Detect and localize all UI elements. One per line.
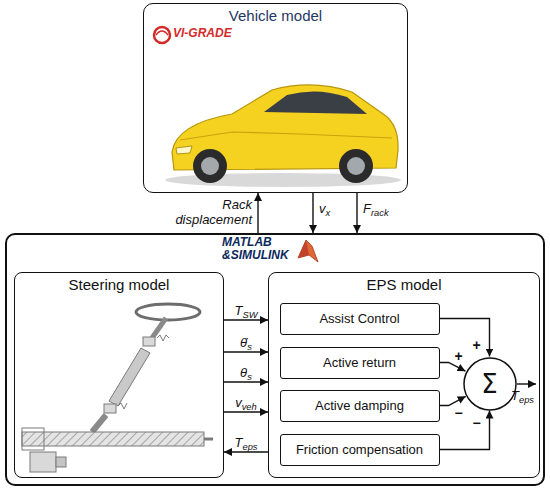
damper-symbol bbox=[104, 404, 116, 413]
output-arrow bbox=[517, 383, 536, 384]
signal-name: Teps bbox=[235, 436, 258, 451]
signal-name: Frack bbox=[363, 202, 389, 217]
assist-motor bbox=[30, 452, 56, 472]
signal-arrow bbox=[356, 193, 357, 233]
spring-symbol bbox=[118, 403, 127, 409]
signal-name: θs bbox=[240, 366, 252, 381]
damper-symbol bbox=[143, 337, 155, 346]
signal-arrow bbox=[440, 396, 466, 405]
simulation-frame: MATLAB &SIMULINK Steering model EPS modelA… bbox=[5, 233, 545, 486]
car-window bbox=[264, 91, 367, 114]
motor-shaft bbox=[56, 457, 66, 467]
rack-housing bbox=[22, 428, 44, 450]
tie-rod bbox=[204, 438, 213, 441]
function-block: Friction compensation bbox=[280, 434, 440, 466]
panel-title: EPS model bbox=[269, 276, 539, 294]
signal-arrow bbox=[312, 193, 313, 233]
function-block: Assist Control bbox=[280, 303, 440, 335]
car-headlight bbox=[176, 146, 192, 154]
block-label: Σ bbox=[481, 371, 497, 397]
signal-arrow bbox=[224, 381, 268, 382]
signal-arrow bbox=[440, 411, 490, 450]
steering-column bbox=[109, 348, 150, 406]
matlab-membrane bbox=[298, 240, 318, 262]
steering-shaft bbox=[152, 318, 166, 338]
brand-swirl bbox=[156, 31, 168, 35]
car-rim bbox=[201, 157, 219, 175]
signal-arrow bbox=[257, 193, 258, 233]
junction-circle bbox=[464, 358, 516, 410]
signal-arrow bbox=[224, 351, 268, 352]
car-wheel bbox=[193, 149, 227, 183]
block-label: Friction compensation bbox=[296, 442, 423, 458]
block-label: Active return bbox=[323, 355, 396, 371]
signal-name: vx bbox=[319, 202, 330, 217]
pinion-shaft bbox=[92, 415, 106, 432]
signal-name: Teps bbox=[511, 389, 534, 404]
signal-arrow bbox=[440, 363, 466, 372]
function-block: Active damping bbox=[280, 390, 440, 422]
panel-title: Steering model bbox=[15, 276, 223, 294]
car-wheel bbox=[339, 149, 373, 183]
model-panel: Steering model bbox=[14, 272, 224, 478]
brand-logo: VI-GRADE bbox=[173, 27, 232, 41]
signal-name: θ̇s bbox=[240, 336, 252, 351]
car-crease bbox=[180, 132, 392, 140]
block-label: Active damping bbox=[315, 398, 404, 414]
sign-mark: − bbox=[471, 416, 481, 430]
panel-title: Vehicle model bbox=[144, 7, 407, 25]
block-label: Assist Control bbox=[319, 311, 399, 327]
car-rim bbox=[347, 157, 365, 175]
sign-mark: + bbox=[453, 349, 463, 363]
function-block: Active return bbox=[280, 347, 440, 379]
model-panel: EPS modelAssist ControlActive returnActi… bbox=[268, 272, 540, 478]
signal-name: vveh bbox=[235, 396, 257, 411]
matlab-membrane bbox=[298, 240, 309, 258]
steering-rack bbox=[22, 432, 204, 446]
brand-swirl bbox=[154, 27, 170, 43]
sum-junction: Σ bbox=[463, 357, 517, 411]
signal-name: Rack displacement bbox=[175, 198, 252, 228]
software-logo: MATLAB &SIMULINK bbox=[222, 236, 289, 261]
sign-mark: + bbox=[471, 338, 481, 352]
sign-mark: − bbox=[454, 406, 464, 420]
spring-symbol bbox=[157, 335, 169, 341]
steering-wheel bbox=[136, 304, 200, 320]
signal-arrow bbox=[440, 319, 490, 357]
signal-name: TSW bbox=[235, 304, 258, 319]
